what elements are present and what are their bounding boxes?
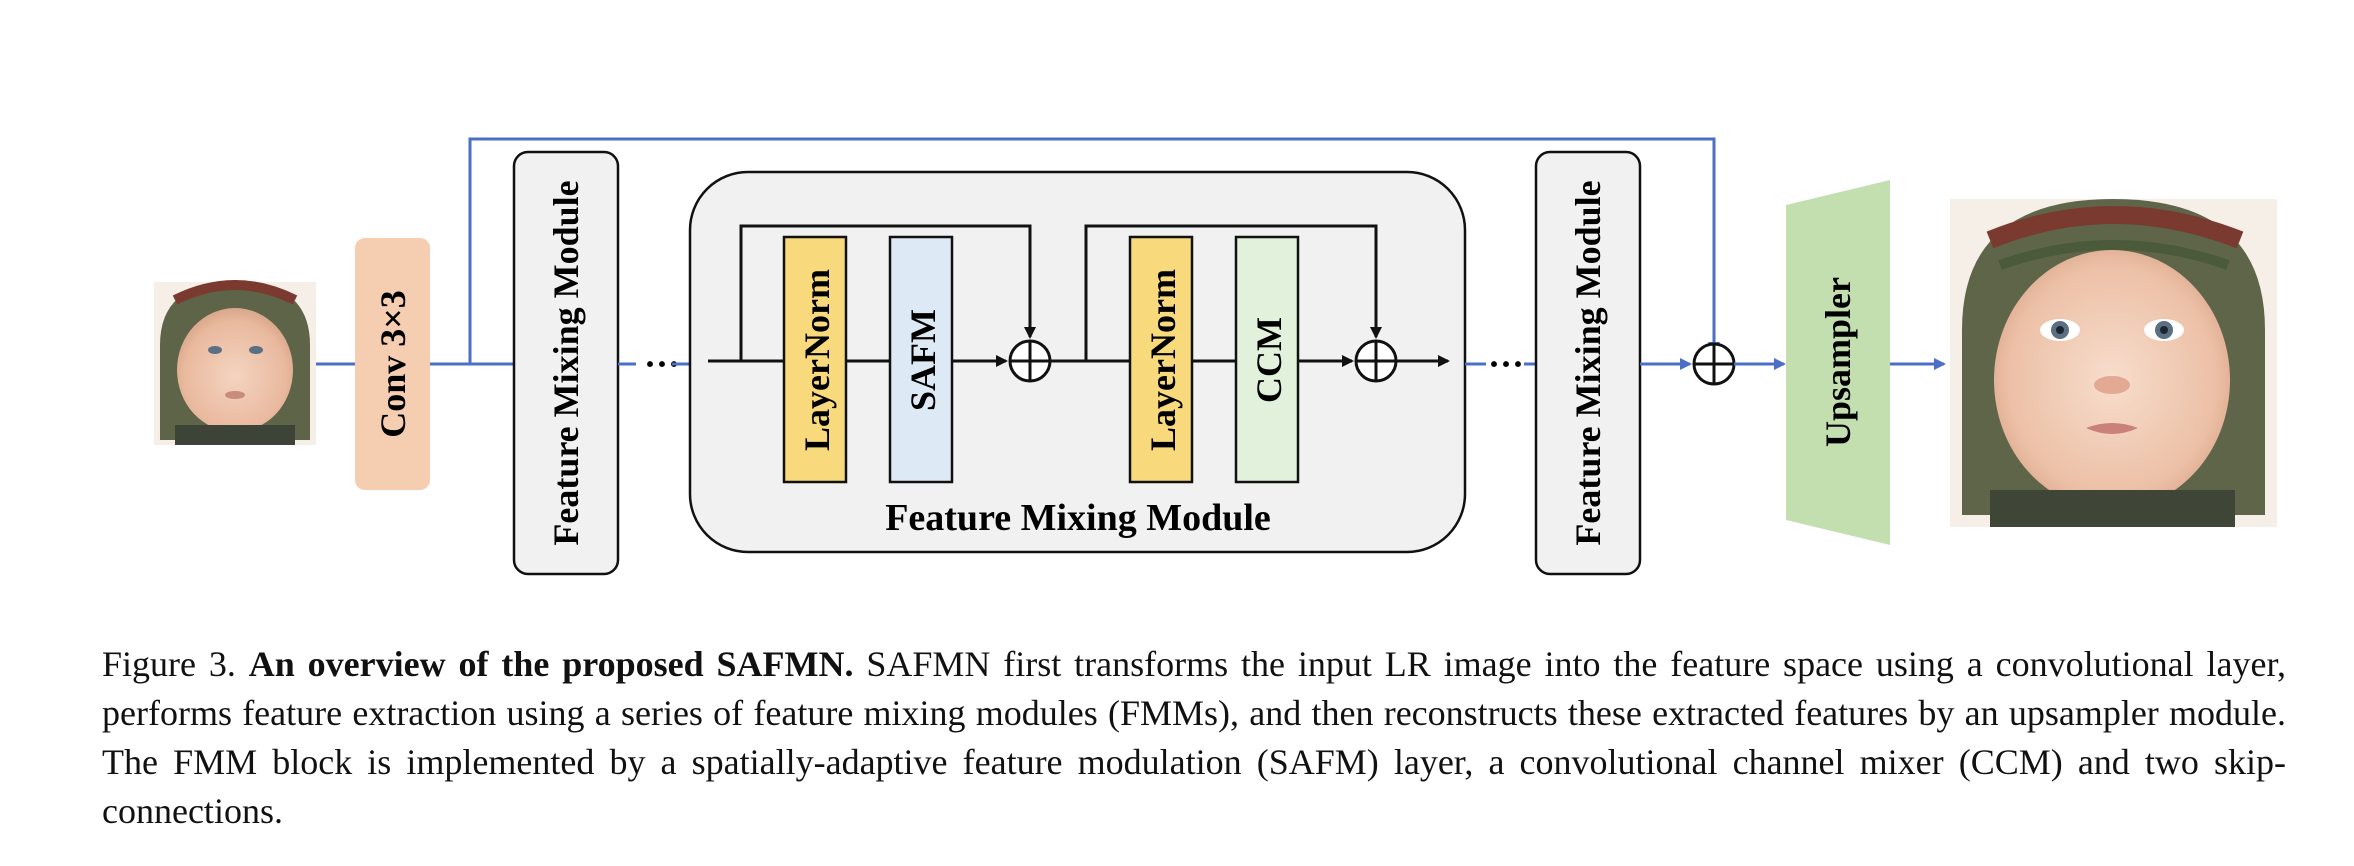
output-image [1950, 199, 2277, 527]
fmm-center-label: Feature Mixing Module [885, 497, 1271, 539]
safm-block: SAFM [888, 235, 954, 484]
layernorm-block-1: LayerNorm [782, 235, 848, 484]
input-image [154, 280, 316, 445]
fmm-expanded-block: Feature Mixing Module LayerNorm SAFM Lay… [688, 170, 1467, 554]
fmm-right-label: Feature Mixing Module [1568, 180, 1608, 545]
caption-figure-label: Figure 3. [102, 644, 236, 684]
fmm-right-block: Feature Mixing Module [1534, 150, 1642, 576]
figure-caption: Figure 3. An overview of the proposed SA… [102, 640, 2286, 836]
layernorm-block-2: LayerNorm [1128, 235, 1194, 484]
safm-label: SAFM [903, 309, 943, 411]
ccm-label: CCM [1249, 317, 1289, 403]
ccm-block: CCM [1234, 235, 1300, 484]
ellipsis-right: ··· [1488, 344, 1524, 384]
global-add-node [1692, 342, 1736, 386]
add-node-1 [1008, 339, 1052, 383]
global-skip-connection [468, 137, 1720, 364]
architecture-diagram: Conv 3×3 Feature Mixing Module ··· Featu… [154, 137, 2277, 576]
caption-body: SAFMN first transforms the input LR imag… [102, 644, 2286, 831]
conv-label: Conv 3×3 [373, 290, 413, 438]
upsampler-label: Upsampler [1818, 277, 1858, 447]
upsampler-block: Upsampler [1786, 180, 1890, 545]
caption-title: An overview of the proposed SAFMN. [248, 644, 854, 684]
layernorm-2-label: LayerNorm [1143, 269, 1183, 451]
conv-block: Conv 3×3 [355, 238, 430, 490]
fmm-left-block: Feature Mixing Module [512, 150, 620, 576]
fmm-left-label: Feature Mixing Module [546, 180, 586, 545]
add-node-2 [1354, 339, 1398, 383]
layernorm-1-label: LayerNorm [797, 269, 837, 451]
